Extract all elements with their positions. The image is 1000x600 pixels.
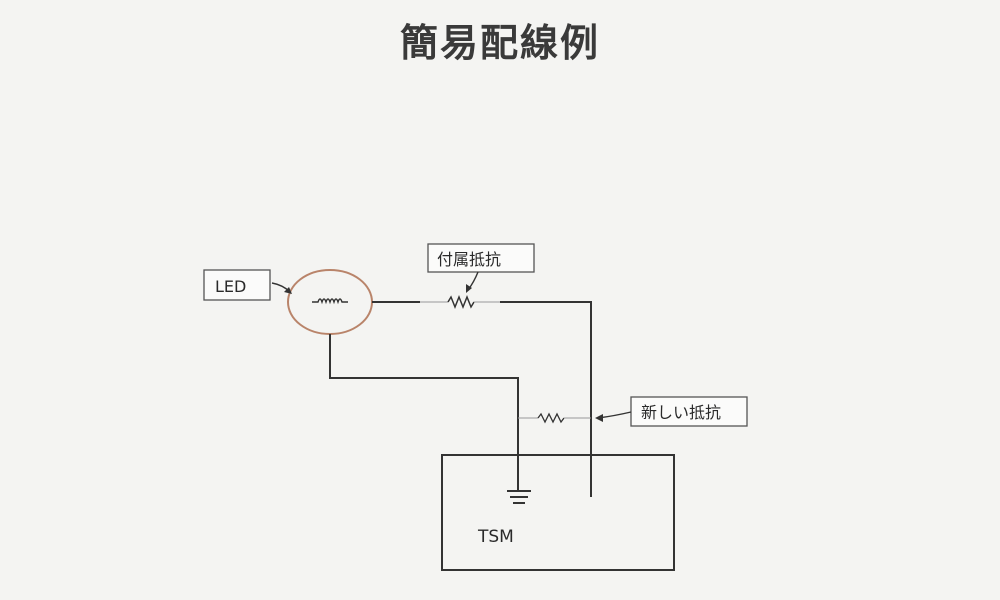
led-label-box: [203, 269, 271, 301]
included-resistor: [447, 294, 475, 310]
new-resistor: [537, 412, 565, 424]
new-resistor-arrow-icon: [595, 411, 632, 422]
included-resistor-label: 付属抵抗: [437, 250, 501, 269]
ground-icon: [507, 490, 531, 504]
new-resistor-label: 新しい抵抗: [641, 403, 721, 422]
led-filament: [312, 298, 348, 305]
led-arrow-icon: [271, 282, 292, 294]
tsm-box: [441, 454, 675, 571]
tsm-label: TSM: [477, 527, 514, 547]
new-resistor-label-box: [630, 396, 748, 427]
led-label: LED: [215, 277, 246, 296]
included-resistor-label-box: [427, 243, 535, 273]
wire-resistor-to-tsm: [500, 301, 592, 497]
wire-led-to-ground: [329, 334, 519, 491]
included-resistor-arrow-icon: [466, 271, 479, 293]
page-title: 簡易配線例: [399, 21, 600, 65]
